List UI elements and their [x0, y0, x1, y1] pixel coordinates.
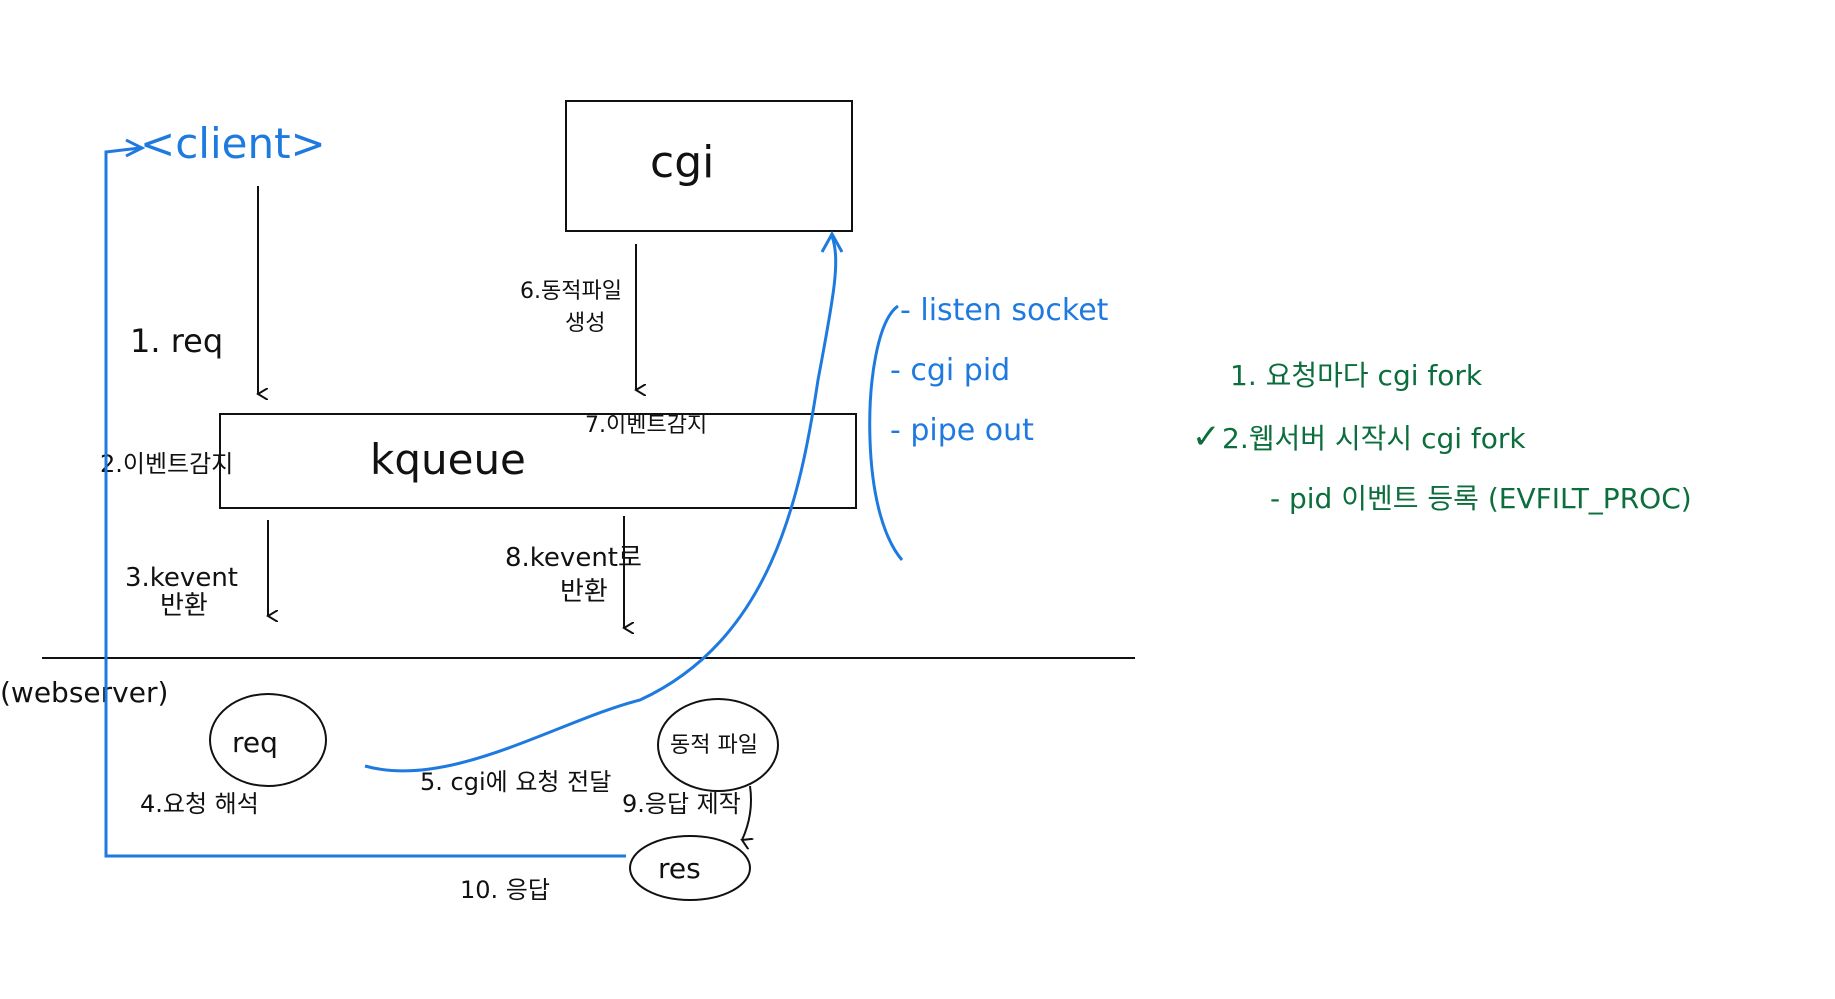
dynamic-file-node	[657, 698, 779, 792]
client-label: <client>	[140, 119, 326, 168]
kqueue-box	[219, 413, 857, 509]
step-10-label: 10. 응답	[460, 876, 550, 904]
req-node-label: req	[232, 726, 278, 759]
response-path-arrowhead	[125, 138, 146, 158]
step-2-label: 2.이벤트감지	[100, 450, 233, 478]
step-4-label: 4.요청 해석	[140, 790, 259, 818]
res-node	[629, 835, 751, 901]
kqueue-label: kqueue	[370, 435, 526, 484]
note-check-mark: ✓	[1192, 417, 1221, 457]
note-option-1: 1. 요청마다 cgi fork	[1230, 359, 1483, 392]
step-1-label: 1. req	[130, 322, 223, 360]
note-option-2-sub: - pid 이벤트 등록 (EVFILT_PROC)	[1270, 482, 1692, 515]
watched-event-cgi-pid: - cgi pid	[890, 353, 1010, 388]
req-node	[209, 693, 327, 787]
step-8-label-line2: 반환	[560, 577, 608, 607]
dynamic-file-node-label: 동적 파일	[670, 733, 758, 758]
cgi-box	[565, 100, 853, 232]
req-to-cgi-arrowhead	[820, 230, 844, 253]
req-to-cgi-curve	[364, 235, 838, 773]
step-9-label: 9.응답 제작	[622, 790, 741, 818]
watched-event-listen-socket: - listen socket	[900, 293, 1109, 328]
res-node-label: res	[658, 852, 701, 885]
step-3-label-line2: 반환	[160, 591, 208, 621]
dynamic-file-to-res-arrow	[742, 785, 751, 840]
step-3-label-line1: 3.kevent	[125, 563, 238, 593]
step-7-label: 7.이벤트감지	[585, 413, 707, 438]
response-path	[104, 146, 626, 858]
watched-events-bracket	[868, 304, 904, 561]
watched-event-pipe-out: - pipe out	[890, 413, 1034, 448]
webserver-label: (webserver)	[0, 676, 168, 709]
step-6-label-line2: 생성	[565, 311, 605, 336]
step-8-label-line1: 8.kevent로	[505, 543, 642, 573]
note-option-2: 2.웹서버 시작시 cgi fork	[1222, 422, 1526, 455]
cgi-label: cgi	[650, 137, 714, 188]
step-6-label-line1: 6.동적파일	[520, 279, 622, 304]
step-5-label: 5. cgi에 요청 전달	[420, 768, 611, 796]
